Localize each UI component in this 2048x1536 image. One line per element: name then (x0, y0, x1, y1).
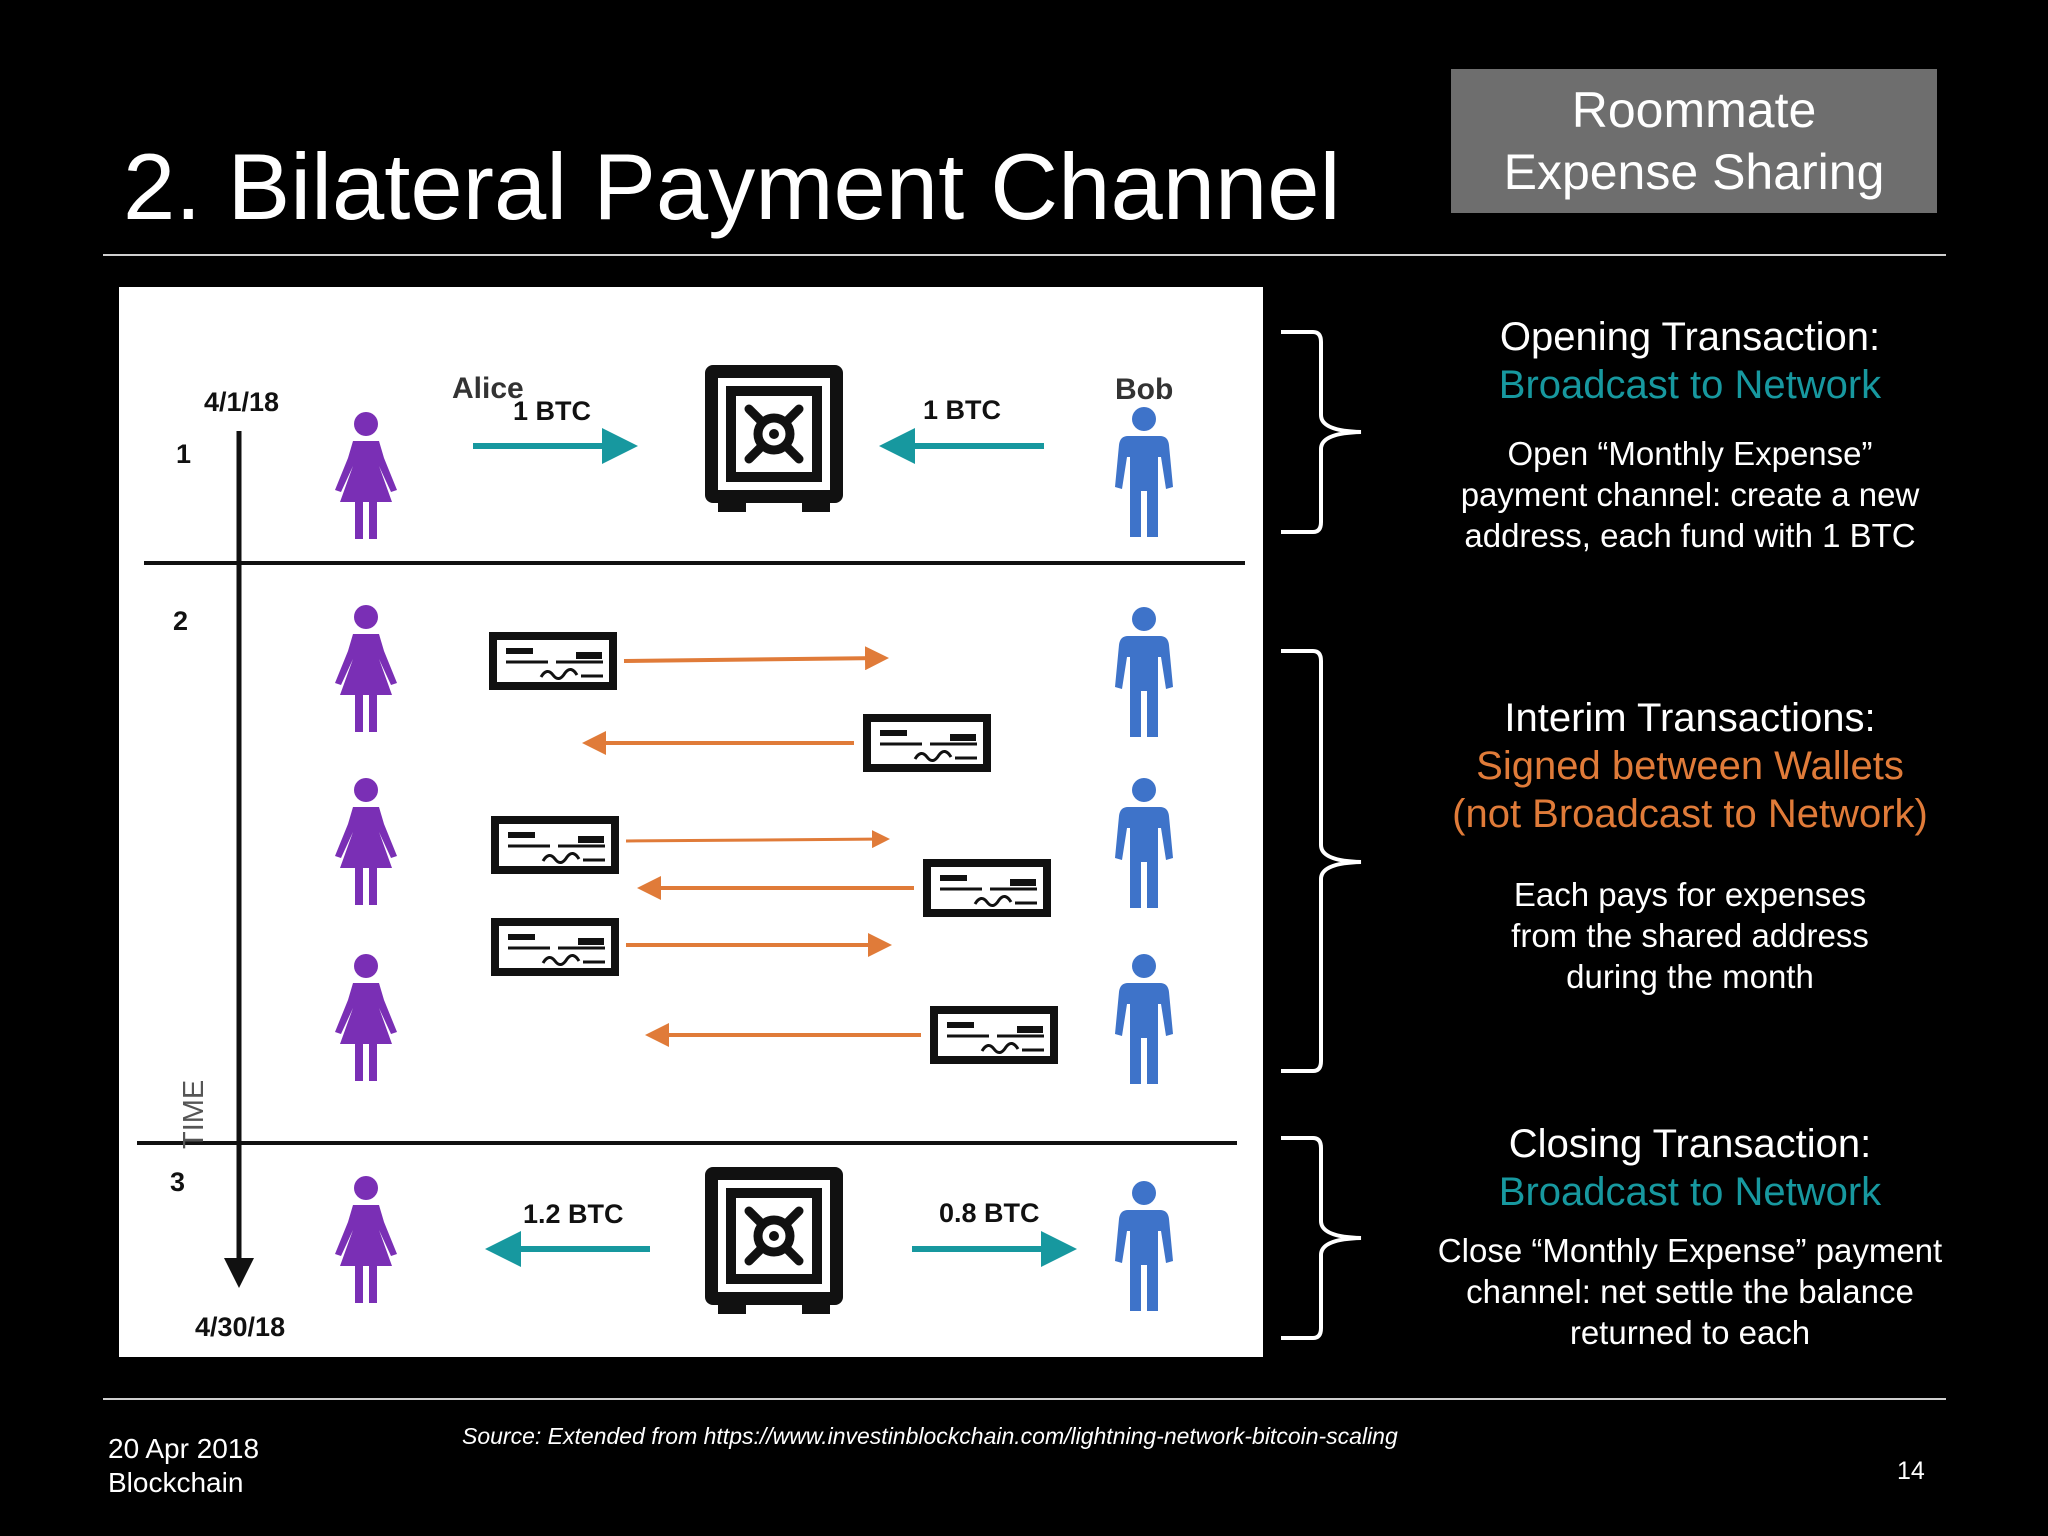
alice-open-amount: 1 BTC (513, 396, 591, 426)
interim-description-line: Each pays for expenses (1513, 876, 1867, 913)
opening-description-line: payment channel: create a new (1460, 476, 1920, 513)
step-3-label: 3 (170, 1167, 185, 1197)
bob-person-icon (1115, 1181, 1173, 1311)
opening-description-line: Open “Monthly Expense” (1507, 435, 1873, 472)
bob-open-amount: 1 BTC (923, 395, 1001, 425)
top-divider (103, 254, 1946, 256)
check-icon (861, 712, 993, 774)
page-number: 14 (1897, 1457, 1925, 1485)
closing-section: Closing Transaction: Broadcast to Networ… (1405, 1120, 1975, 1353)
payment-arrow (625, 830, 890, 849)
interim-section: Interim Transactions: Signed between Wal… (1405, 694, 1975, 997)
check-icon (921, 857, 1053, 919)
step-2-label: 2 (173, 606, 188, 636)
alice-person-icon (335, 1176, 397, 1303)
step-1-label: 1 (176, 439, 191, 469)
bob-person-icon (1115, 954, 1173, 1084)
closing-description: Close “Monthly Expense” payment channel:… (1405, 1230, 1975, 1353)
source-citation: Source: Extended from https://www.invest… (462, 1423, 1398, 1449)
footer-date: 20 Apr 2018 (108, 1433, 260, 1464)
opening-description: Open “Monthly Expense” payment channel: … (1405, 433, 1975, 556)
bob-person-icon (1115, 778, 1173, 908)
closing-description-line: returned to each (1569, 1314, 1811, 1351)
check-icon (487, 630, 619, 692)
footer-subject: Blockchain (108, 1467, 244, 1498)
check-icon (489, 814, 621, 876)
interim-description: Each pays for expenses from the shared a… (1405, 874, 1975, 997)
bob-close-amount: 0.8 BTC (939, 1198, 1040, 1228)
topic-tag: Roommate Expense Sharing (1451, 69, 1937, 213)
alice-close-amount: 1.2 BTC (523, 1199, 624, 1229)
alice-person-icon (335, 605, 397, 732)
alice-person-icon (335, 778, 397, 905)
closing-heading: Closing Transaction: (1508, 1122, 1872, 1166)
bob-person-icon (1115, 607, 1173, 737)
safe-icon (705, 1167, 843, 1314)
topic-tag-line-2: Expense Sharing (1503, 144, 1885, 200)
alice-person-icon (335, 954, 397, 1081)
interim-description-line: from the shared address (1511, 917, 1869, 954)
closing-description-line: channel: net settle the balance (1466, 1273, 1914, 1310)
interim-subheading-line: Signed between Wallets (1476, 744, 1904, 788)
bob-person-icon (1115, 407, 1173, 537)
interim-heading: Interim Transactions: (1504, 696, 1876, 740)
closing-description-line: Close “Monthly Expense” payment (1437, 1232, 1943, 1269)
interim-description-line: during the month (1566, 958, 1814, 995)
slide-title: 2. Bilateral Payment Channel (123, 134, 1341, 239)
end-date: 4/30/18 (195, 1312, 285, 1342)
check-icon (489, 916, 621, 978)
closing-brace (1281, 1136, 1362, 1340)
payment-channel-diagram: TIME 4/1/18 4/30/18 1 2 3 Alice Bob 1 BT… (119, 287, 1263, 1357)
alice-person-icon (335, 412, 397, 539)
interim-subheading-line: (not Broadcast to Network) (1452, 792, 1928, 836)
closing-subheading: Broadcast to Network (1498, 1170, 1882, 1214)
opening-description-line: address, each fund with 1 BTC (1464, 517, 1916, 554)
check-icon (928, 1004, 1060, 1066)
time-axis-label: TIME (178, 1080, 210, 1149)
opening-brace (1281, 330, 1362, 534)
opening-subheading: Broadcast to Network (1498, 363, 1882, 407)
alice-label: Alice (452, 372, 524, 405)
interim-brace (1281, 649, 1362, 1073)
payment-arrow (623, 646, 889, 671)
topic-tag-line-1: Roommate (1571, 82, 1817, 138)
bottom-divider (103, 1398, 1946, 1400)
start-date: 4/1/18 (204, 387, 279, 417)
safe-icon (705, 365, 843, 512)
opening-section: Opening Transaction: Broadcast to Networ… (1405, 313, 1975, 556)
bob-label: Bob (1115, 373, 1173, 406)
opening-heading: Opening Transaction: (1499, 315, 1881, 359)
